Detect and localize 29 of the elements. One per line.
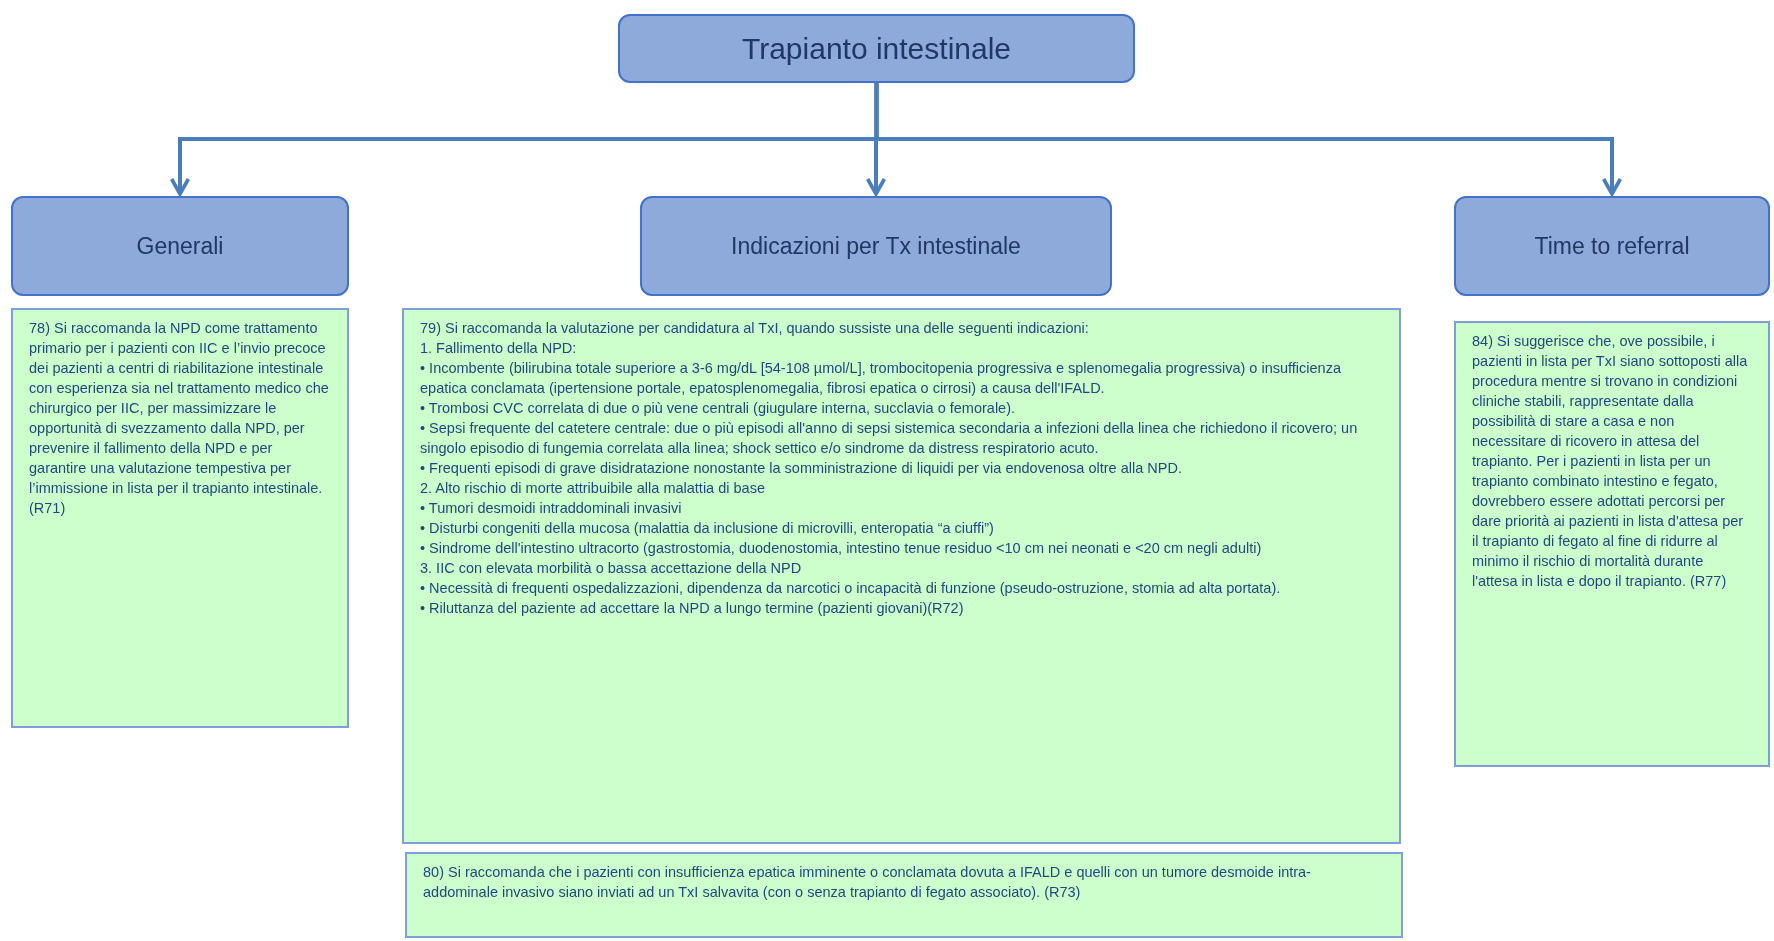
box-heading: Generali <box>136 231 224 261</box>
recommendation-text: • Sindrome dell'intestino ultracorto (gastrostomia, duodenostomia, intestino tenue residuo <10 cm nei neonati e <20 cm negli adulti) <box>420 539 1263 558</box>
recommendation-text: 84) Si suggerisce che, ove possibile, i pazienti in lista per TxI siano sottoposti alla procedura mentre si trovano in condizioni cliniche stabili, rappresentate dalla possibilità di stare a casa e non necessitare di ricovero in attesa del trapianto. Per i pazienti in lista per un trapianto combinato intestino e fegato, dovrebbero essere adottati percorsi per dare priorità ai pazienti in lista d'attesa per il trapianto di fegato al fine di ridurre al minimo il rischio di mortalità durante l'attesa in lista e dopo il trapianto. (R77) <box>1472 332 1749 591</box>
recommendation-text: • Tumori desmoidi intraddominali invasivi <box>420 499 683 518</box>
recommendation-box <box>1454 321 1770 767</box>
category-box <box>1454 196 1770 296</box>
recommendation-box <box>405 852 1403 938</box>
recommendation-text: • Riluttanza del paziente ad accettare la NPD a lungo termine (pazienti giovani)(R72) <box>420 599 965 618</box>
box-heading: Time to referral <box>1534 231 1690 261</box>
box-heading: Trapianto intestinale <box>741 31 1012 67</box>
recommendation-text: • Necessità di frequenti ospedalizzazioni, dipendenza da narcotici o incapacità di funzione (pseudo-ostruzione, stomia ad alta portata). <box>420 579 1282 598</box>
recommendation-box <box>11 308 349 728</box>
category-box <box>11 196 349 296</box>
recommendation-text: • Frequenti episodi di grave disidratazione nonostante la somministrazione di liquidi per via endovenosa oltre alla NPD. <box>420 459 1183 478</box>
recommendation-text: • Sepsi frequente del catetere centrale: due o più episodi all'anno di sepsi sistemica secondaria a infezioni della linea che richiedono il ricovero; un singolo episodio di fungemia correlata alla linea; shock settico e/o sindrome da distress respiratorio acuto. <box>420 419 1359 458</box>
recommendation-text: 79) Si raccomanda la valutazione per candidatura al TxI, quando sussiste una delle seguenti indicazioni: <box>420 319 1090 338</box>
box-heading: Indicazioni per Tx intestinale <box>731 231 1021 261</box>
title-box <box>618 14 1135 83</box>
category-box <box>640 196 1112 296</box>
recommendation-text: 80) Si raccomanda che i pazienti con insufficienza epatica imminente o conclamata dovuta a IFALD e quelli con un tumore desmoide intra-addominale invasivo siano inviati ad un TxI salvavita (con o senza trapianto di fegato associato). (R73) <box>423 863 1312 902</box>
recommendation-text: 78) Si raccomanda la NPD come trattamento primario per i pazienti con IIC e l’invio precoce dei pazienti a centri di riabilitazione intestinale con esperienza sia nel trattamento medico che chirurgico per IIC, per massimizzare le opportunità di svezzamento dalla NPD, per prevenire il fallimento della NPD e per garantire una valutazione tempestiva per l’immissione in lista per il trapianto intestinale. (R71) <box>29 319 330 518</box>
recommendation-text: • Trombosi CVC correlata di due o più vene centrali (giugulare interna, succlavia o femorale). <box>420 399 1017 418</box>
recommendation-text: • Incombente (bilirubina totale superiore a 3-6 mg/dL [54-108 µmol/L], trombocitopenia progressiva e splenomegalia progressiva) o insufficienza epatica conclamata (ipertensione portale, epatosplenomegalia, fibrosi epatica o cirrosi) a causa dell'IFALD. <box>420 359 1342 398</box>
recommendation-text: • Disturbi congeniti della mucosa (malattia da inclusione di microvilli, enteropatia “a ciuffi”) <box>420 519 995 538</box>
recommendation-text: 2. Alto rischio di morte attribuibile alla malattia di base <box>420 479 766 498</box>
recommendation-text: 3. IIC con elevata morbilità o bassa accettazione della NPD <box>420 559 803 578</box>
recommendation-text: 1. Fallimento della NPD: <box>420 339 578 358</box>
arrow <box>874 83 1623 196</box>
recommendation-box <box>402 308 1401 844</box>
